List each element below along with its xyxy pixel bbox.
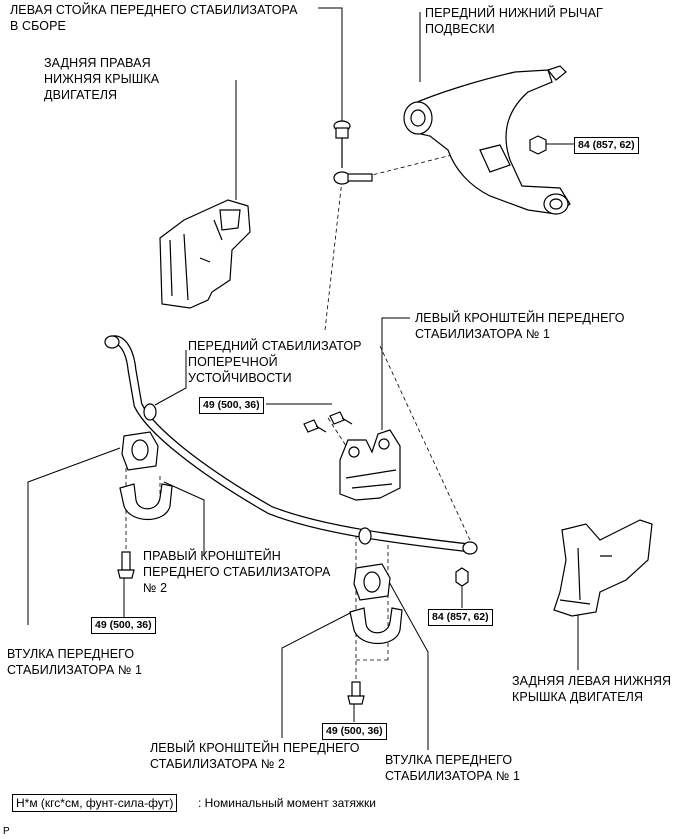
label-left-bracket-2: ЛЕВЫЙ КРОНШТЕЙН ПЕРЕДНЕГО СТАБИЛИЗАТОРА … — [150, 741, 360, 771]
leader-bushing-1-left — [27, 447, 121, 625]
label-right-bracket-2: ПРАВЫЙ КРОНШТЕЙН ПЕРЕДНЕГО СТАБИЛИЗАТОРА… — [143, 549, 331, 595]
dash-link-to-bar — [324, 179, 343, 331]
label-left-bracket-1: ЛЕВЫЙ КРОНШТЕЙН ПЕРЕДНЕГО СТАБИЛИЗАТОРА … — [415, 311, 625, 341]
label-bushing-1-right: ВТУЛКА ПЕРЕДНЕГО СТАБИЛИЗАТОРА № 1 — [385, 753, 521, 783]
leader-bushing-1-right — [387, 579, 429, 750]
right-bushing-drawing — [121, 431, 391, 601]
stabilizer-bar-drawing — [104, 335, 478, 555]
bracket-2-drawing — [119, 483, 403, 644]
torque-link-nut: 84 (857, 62) — [428, 609, 493, 626]
lower-arm-drawing — [403, 65, 571, 215]
dash-link-bottom — [379, 345, 471, 541]
label-lower-arm: ПЕРЕДНИЙ НИЖНИЙ РЫЧАГ ПОДВЕСКИ — [425, 6, 603, 36]
stabilizer-link-drawing — [333, 120, 373, 185]
label-stabilizer-bar: ПЕРЕДНИЙ СТАБИЛИЗАТОР ПОПЕРЕЧНОЙ УСТОЙЧИ… — [188, 339, 362, 385]
bracket-bolts-drawing — [303, 411, 353, 433]
leader-stabilizer-bar — [154, 350, 187, 406]
label-left-link: ЛЕВАЯ СТОЙКА ПЕРЕДНЕГО СТАБИЛИЗАТОРА В С… — [10, 3, 298, 33]
label-rear-left-cover: ЗАДНЯЯ ЛЕВАЯ НИЖНЯЯ КРЫШКА ДВИГАТЕЛЯ — [512, 674, 672, 704]
leader-right-bracket-2 — [163, 481, 205, 555]
torque-arm-nut: 84 (857, 62) — [574, 137, 639, 154]
leader-left-bracket-2 — [281, 609, 357, 738]
torque-bottom-bolt: 49 (500, 36) — [322, 723, 387, 740]
link-nut-drawing — [455, 567, 469, 587]
rear-left-cover-drawing — [553, 519, 653, 617]
arm-nut-drawing — [529, 135, 547, 155]
legend-description: : Номинальный момент затяжки — [198, 796, 376, 810]
bolts-drawing — [117, 551, 365, 705]
rear-right-cover-drawing — [159, 199, 251, 309]
torque-bracket-bolt: 49 (500, 36) — [199, 397, 264, 414]
torque-right-bolt: 49 (500, 36) — [91, 617, 156, 634]
legend-unit-box: Н*м (кгс*см, фунт-сила-фут) — [12, 794, 178, 812]
left-bracket-1-drawing — [339, 429, 401, 501]
label-rear-right-cover: ЗАДНЯЯ ПРАВАЯ НИЖНЯЯ КРЫШКА ДВИГАТЕЛЯ — [44, 56, 160, 102]
leader-left-bracket-1 — [381, 317, 410, 430]
leader-left-link — [318, 7, 343, 122]
figure-code: P — [3, 826, 10, 837]
label-bushing-1-left: ВТУЛКА ПЕРЕДНЕГО СТАБИЛИЗАТОРА № 1 — [7, 647, 143, 677]
